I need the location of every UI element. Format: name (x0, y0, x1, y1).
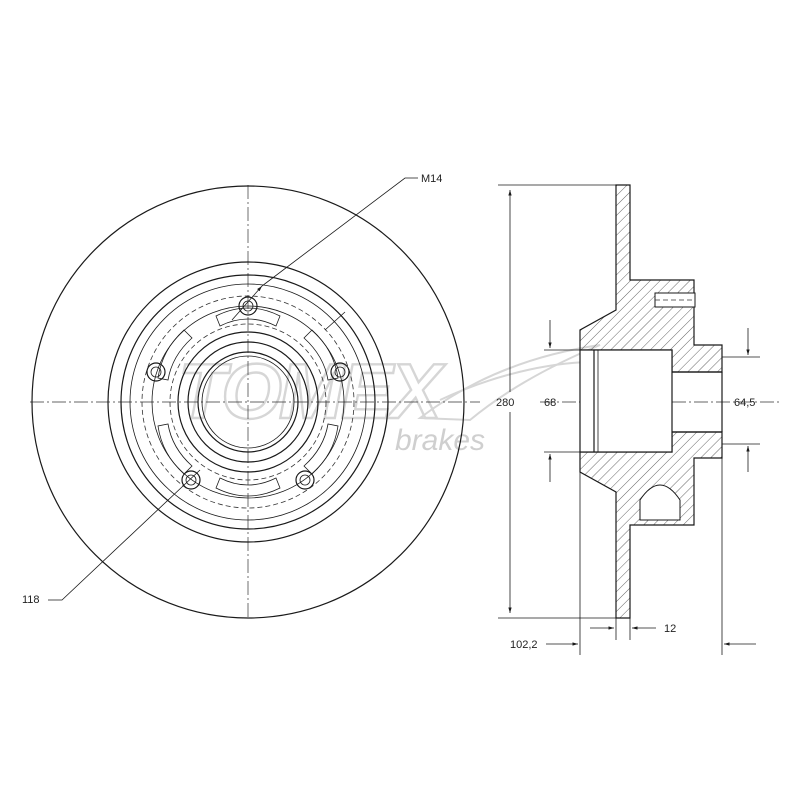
hub-pockets (157, 307, 339, 497)
section-lower (579, 431, 723, 619)
section-bore (579, 349, 673, 453)
label-outer-diameter: 280 (496, 397, 514, 409)
disc-outer-edge (31, 185, 465, 619)
leader-pcd (48, 469, 201, 601)
centre-bore (197, 351, 299, 453)
label-pcd: 118 (22, 594, 40, 606)
section-pocket (639, 484, 681, 521)
bolt-circle (169, 323, 327, 481)
leader-bolt-thread (261, 177, 418, 287)
cooling-groove-outer (141, 295, 355, 509)
front-view: M14 118 (22, 173, 480, 620)
hat-outer-edge (120, 274, 376, 530)
section-upper (579, 184, 723, 373)
bearing-seat-inner (187, 341, 309, 463)
bolt-hole-5 (146, 362, 166, 382)
hub-flange (151, 305, 345, 499)
bolt-hole-4 (181, 470, 201, 490)
label-hub-diameter: 64,5 (734, 397, 755, 409)
pocket-bottom-left (157, 423, 193, 475)
label-overall-height: 102,2 (510, 639, 538, 651)
bolt-hole-2 (330, 362, 350, 382)
bolt-hole-1 (238, 296, 258, 316)
bolt-hole-3 (295, 470, 315, 490)
bolt-holes (146, 296, 350, 490)
pocket-top-right (303, 329, 339, 381)
bolt-hole-5-thread (150, 366, 162, 378)
bolt-hole-2-thread (334, 366, 346, 378)
pocket-bottom (215, 477, 281, 497)
pocket-bottom-right (303, 423, 339, 475)
centre-bore-chamfer (201, 355, 295, 449)
friction-ring-inner-edge (107, 261, 389, 543)
label-bolt-thread: M14 (421, 173, 442, 185)
section-view: 280 68 64,5 102,2 12 (496, 184, 780, 655)
watermark-logo: TOMEX brakes (177, 344, 611, 457)
bolt-hole-4-thread (185, 474, 197, 486)
watermark-brand: TOMEX (178, 347, 446, 435)
pocket-top (215, 307, 281, 327)
pocket-top-left (157, 329, 193, 381)
bolt-arrow (231, 285, 263, 321)
watermark-sub: brakes (395, 424, 485, 457)
bolt-hole-3-thread (299, 474, 311, 486)
bearing-seat-outer (177, 331, 319, 473)
label-thickness: 12 (664, 623, 676, 635)
label-centre-bore: 68 (544, 397, 556, 409)
bolt-hole-1-thread (242, 300, 254, 312)
bolt-tick (324, 311, 346, 331)
hat-step (129, 283, 367, 521)
